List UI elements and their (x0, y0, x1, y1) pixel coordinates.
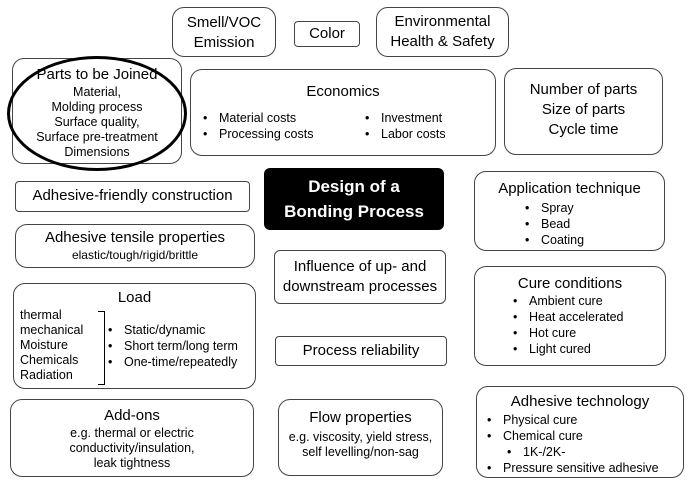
reliability-label: Process reliability (302, 342, 420, 359)
adhesive-friendly-box: Adhesive-friendly construction (15, 181, 250, 212)
technology-title: Adhesive technology (510, 393, 650, 410)
economics-item: Material costs (197, 110, 313, 126)
influence-line2: downstream processes (282, 278, 438, 295)
tensile-sub: elastic/tough/rigid/brittle (71, 248, 199, 262)
color-box: Color (294, 21, 360, 47)
number-line: Size of parts (541, 101, 626, 118)
ehs-box: Environmental Health & Safety (376, 7, 509, 57)
flow-line: e.g. viscosity, yield stress, (288, 430, 433, 444)
load-left-list: thermal mechanical Moisture Chemicals Ra… (20, 308, 83, 383)
application-technique-box: Application technique Spray Bead Coating (474, 171, 665, 251)
economics-item: Labor costs (359, 126, 446, 142)
application-title: Application technique (498, 180, 641, 197)
load-left-item: Moisture (20, 338, 68, 352)
smell-voc-line2: Emission (193, 34, 255, 51)
load-right-item: Short term/long term (102, 338, 238, 354)
center-title-line1: Design of a (308, 177, 400, 196)
smell-voc-line1: Smell/VOC (186, 14, 262, 31)
economics-left-list: Material costs Processing costs (197, 110, 313, 142)
cure-item: Heat accelerated (507, 309, 624, 325)
tensile-title: Adhesive tensile properties (44, 229, 226, 246)
economics-title: Economics (306, 83, 380, 100)
load-left-item: thermal (20, 308, 62, 322)
economics-box: Economics Material costs Processing cost… (190, 69, 496, 156)
center-title-line2: Bonding Process (284, 202, 424, 221)
cure-conditions-box: Cure conditions Ambient cure Heat accele… (474, 266, 666, 366)
flow-line: self levelling/non-sag (302, 445, 419, 459)
economics-right-list: Investment Labor costs (359, 110, 446, 142)
load-box: Load thermal mechanical Moisture Chemica… (13, 283, 256, 389)
load-title: Load (117, 289, 152, 306)
process-reliability-box: Process reliability (275, 336, 447, 366)
technology-list: Physical cure Chemical cure 1K-/2K- Pres… (481, 412, 659, 476)
addons-title: Add-ons (104, 407, 160, 424)
cure-item: Hot cure (507, 325, 624, 341)
load-right-item: Static/dynamic (102, 322, 238, 338)
cure-title: Cure conditions (517, 275, 623, 292)
technology-item: Physical cure (481, 412, 659, 428)
adhesive-technology-box: Adhesive technology Physical cure Chemic… (476, 386, 684, 478)
economics-item: Processing costs (197, 126, 313, 142)
load-right-list: Static/dynamic Short term/long term One-… (102, 322, 238, 370)
load-left-item: Radiation (20, 368, 73, 382)
addons-line: conductivity/insulation, (69, 441, 195, 455)
cure-item: Ambient cure (507, 293, 624, 309)
number-of-parts-box: Number of parts Size of parts Cycle time (504, 68, 663, 155)
ehs-line1: Environmental (394, 13, 491, 30)
highlight-ellipse (7, 56, 187, 171)
tensile-properties-box: Adhesive tensile properties elastic/toug… (15, 224, 255, 268)
smell-voc-box: Smell/VOC Emission (172, 7, 276, 57)
addons-line: leak tightness (93, 456, 171, 470)
load-left-item: Chemicals (20, 353, 79, 367)
add-ons-box: Add-ons e.g. thermal or electric conduct… (10, 399, 254, 477)
application-item: Coating (519, 232, 584, 248)
color-label: Color (309, 25, 345, 42)
influence-line1: Influence of up- and (293, 258, 427, 275)
economics-item: Investment (359, 110, 446, 126)
number-line: Number of parts (529, 81, 638, 98)
cure-item: Light cured (507, 341, 624, 357)
adhesive-friendly-label: Adhesive-friendly construction (32, 187, 233, 204)
flow-title: Flow properties (309, 409, 412, 426)
cure-list: Ambient cure Heat accelerated Hot cure L… (507, 293, 624, 357)
technology-subitem: 1K-/2K- (481, 444, 659, 460)
load-left-item: mechanical (20, 323, 84, 337)
number-line: Cycle time (548, 121, 619, 138)
influence-box: Influence of up- and downstream processe… (274, 250, 446, 304)
ehs-line2: Health & Safety (390, 33, 495, 50)
design-bonding-process-title: Design of a Bonding Process (264, 168, 444, 230)
load-right-item: One-time/repeatedly (102, 354, 238, 370)
addons-line: e.g. thermal or electric (70, 426, 194, 440)
flow-properties-box: Flow properties e.g. viscosity, yield st… (278, 399, 443, 476)
technology-item: Chemical cure (481, 428, 659, 444)
application-list: Spray Bead Coating (519, 200, 584, 248)
application-item: Bead (519, 216, 584, 232)
technology-item: Pressure sensitive adhesive (481, 460, 659, 476)
application-item: Spray (519, 200, 584, 216)
